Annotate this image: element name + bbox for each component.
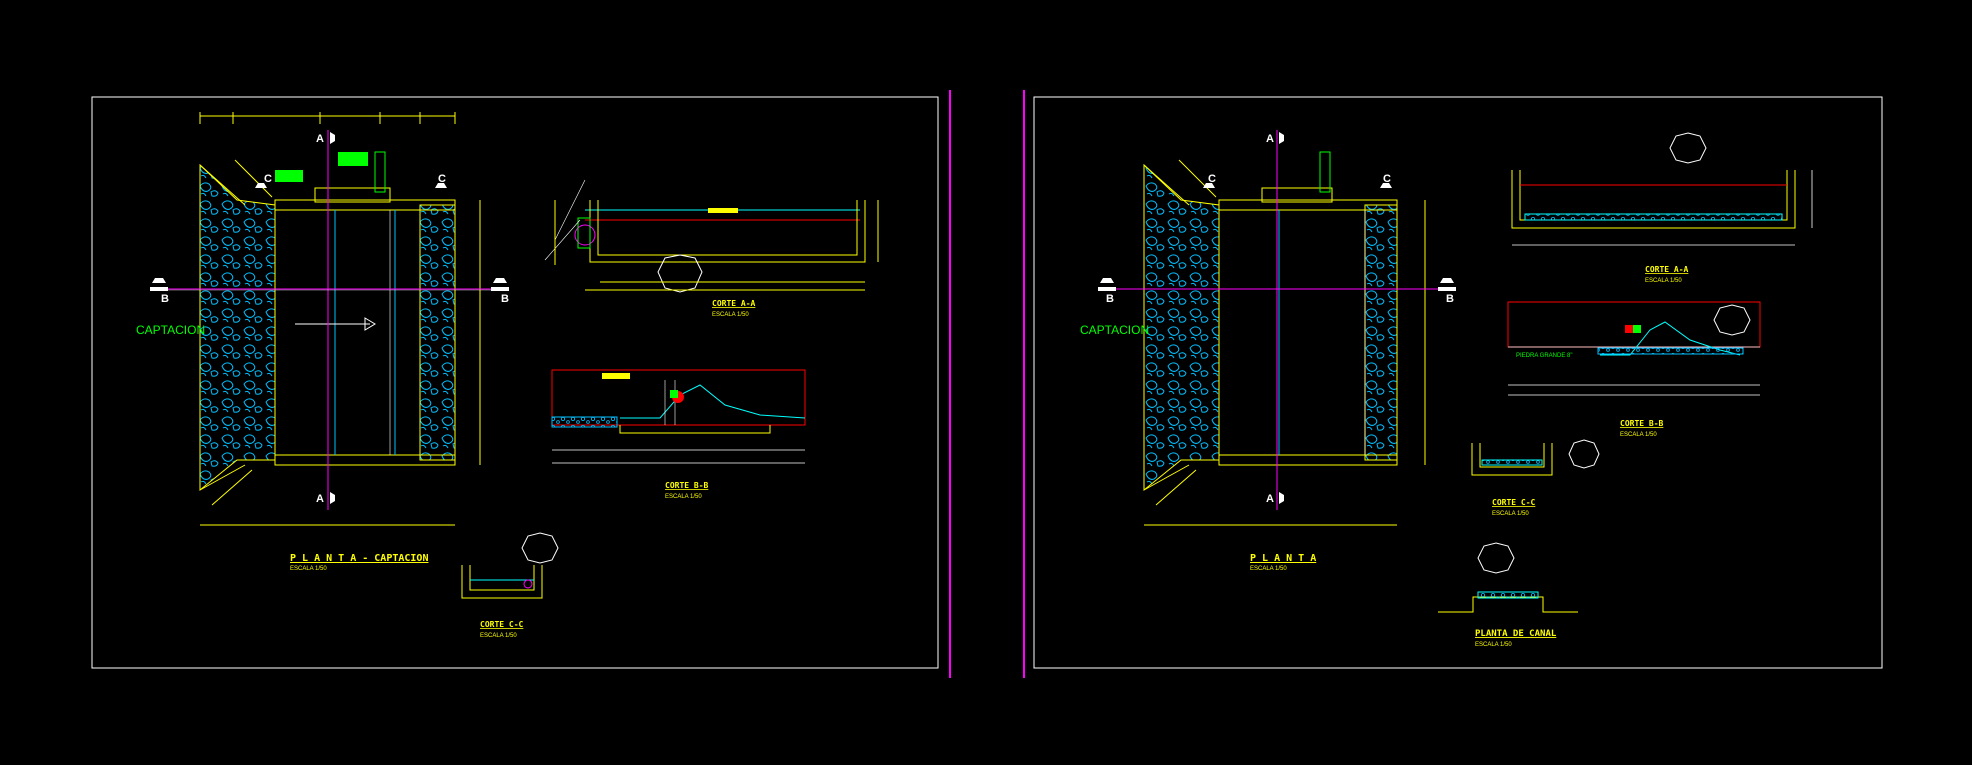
plan-scale: ESCALA 1/50 — [290, 566, 327, 572]
corte-cc-title-r: CORTE C-C — [1492, 498, 1536, 507]
section-letter-b-right-r: B — [1446, 293, 1454, 305]
plan-scale-r: ESCALA 1/50 — [1250, 566, 1287, 572]
corte-bb-title-r: CORTE B-B — [1620, 419, 1664, 428]
section-letter-b-right: B — [501, 293, 509, 305]
corte-aa-scale: ESCALA 1/50 — [712, 312, 749, 318]
section-markers-right — [1098, 132, 1456, 504]
corte-cc-left: CORTE C-C ESCALA 1/50 — [461, 532, 559, 639]
corte-aa-scale-r: ESCALA 1/50 — [1645, 278, 1682, 284]
sheet-right-border — [1033, 96, 1883, 669]
plan-captacion-left: A A B B C C CAPTACION P L A N T A - CAPT… — [136, 112, 509, 572]
rock-wall-left-r — [1143, 163, 1220, 492]
corte-cc-scale: ESCALA 1/50 — [480, 633, 517, 639]
sheet-left-border — [91, 96, 939, 669]
corte-bb-left: CORTE B-B ESCALA 1/50 — [551, 369, 806, 500]
side-label-captacion-r: CAPTACION — [1080, 323, 1149, 337]
section-letter-a-top-r: A — [1266, 133, 1274, 145]
corte-aa-title: CORTE A-A — [712, 299, 756, 308]
section-letter-a-bottom: A — [316, 493, 324, 505]
section-markers-left — [150, 132, 509, 504]
side-label-captacion: CAPTACION — [136, 323, 205, 337]
section-letter-b-left: B — [161, 293, 169, 305]
piedra-grande-label: PIEDRA GRANDE 8" — [1516, 353, 1572, 359]
section-letter-b-left-r: B — [1106, 293, 1114, 305]
corte-cc-scale-r: ESCALA 1/50 — [1492, 511, 1529, 517]
corte-bb-right: PIEDRA GRANDE 8" CORTE B-B ESCALA 1/50 — [1507, 301, 1761, 438]
plan-right: A A B B C C CAPTACION P L A N T A ESCALA… — [1080, 130, 1456, 572]
corte-bb-title: CORTE B-B — [665, 481, 709, 490]
chamber — [274, 199, 456, 466]
rock-wall-right — [419, 204, 456, 461]
corte-cc-title: CORTE C-C — [480, 620, 524, 629]
sheet-left: A A B B C C CAPTACION P L A N T A - CAPT… — [91, 96, 939, 669]
section-letter-a-bottom-r: A — [1266, 493, 1274, 505]
section-letter-c-left: C — [264, 173, 272, 185]
rock-wall-left — [199, 163, 276, 492]
corte-bb-scale-r: ESCALA 1/50 — [1620, 432, 1657, 438]
canal-title: PLANTA DE CANAL — [1475, 629, 1557, 639]
corte-aa-right: CORTE A-A ESCALA 1/50 — [1511, 132, 1813, 284]
planta-canal: PLANTA DE CANAL ESCALA 1/50 — [1438, 542, 1578, 648]
section-letter-c-right-r: C — [1383, 173, 1391, 185]
corte-aa-left: CORTE A-A ESCALA 1/50 — [544, 179, 879, 318]
plan-title-r: P L A N T A — [1250, 553, 1316, 564]
canal-scale: ESCALA 1/50 — [1475, 642, 1512, 648]
plan-title: P L A N T A - CAPTACION — [290, 553, 428, 564]
section-letter-c-right: C — [438, 173, 446, 185]
corte-cc-right: CORTE C-C ESCALA 1/50 — [1471, 439, 1600, 517]
rock-wall-right-r — [1364, 204, 1398, 461]
section-letter-c-left-r: C — [1208, 173, 1216, 185]
section-letter-a-top: A — [316, 133, 324, 145]
corte-bb-scale: ESCALA 1/50 — [665, 494, 702, 500]
corte-aa-title-r: CORTE A-A — [1645, 265, 1689, 274]
sheet-right: A A B B C C CAPTACION P L A N T A ESCALA… — [1033, 96, 1883, 669]
